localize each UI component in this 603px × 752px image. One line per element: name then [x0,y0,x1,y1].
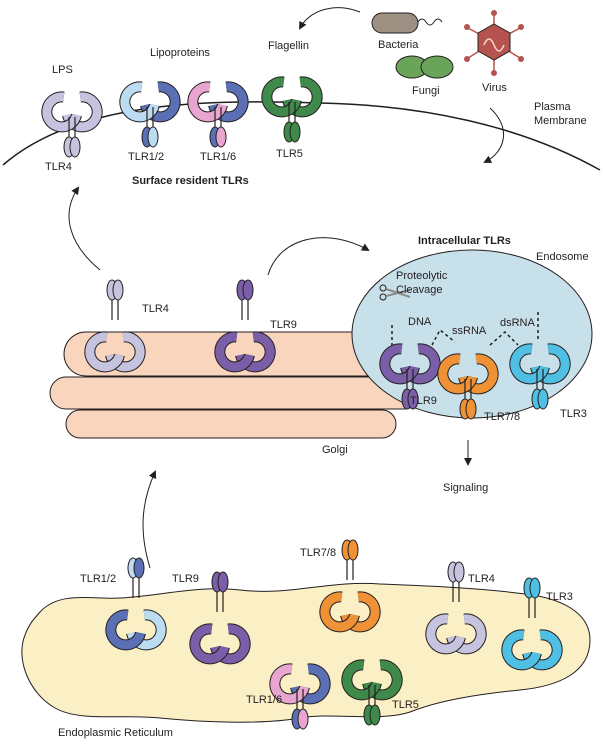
surface-tlr16-label: TLR1/6 [200,151,236,163]
surface-tlr4-label: TLR4 [45,161,72,173]
bacteria-label: Bacteria [378,39,419,51]
er-tlr78-label: TLR7/8 [300,547,336,559]
virus-icon [464,10,524,76]
ssrna-label: ssRNA [452,325,487,337]
surface-title: Surface resident TLRs [132,175,249,187]
er-tlr12-label: TLR1/2 [80,573,116,585]
endosome-label: Endosome [536,251,589,263]
flagellin-label: Flagellin [268,40,309,52]
er-tlr4-label: TLR4 [468,573,495,585]
er-tlr5-label: TLR5 [392,699,419,711]
golgi-tlr9-label: TLR9 [270,319,297,331]
scissors-icon [379,284,411,301]
er-tlr16-label: TLR1/6 [246,694,282,706]
surface-tlr12-label: TLR1/2 [128,151,164,163]
bacteria-icon [371,12,443,34]
arrow-golgi-to-endosome [267,237,370,276]
arrow-er-to-golgi [142,470,157,569]
golgi-tlr4-label: TLR4 [142,303,169,315]
endo-tlr3-label: TLR3 [560,408,587,420]
surface-tlr5-label: TLR5 [276,148,303,160]
er-label: Endoplasmic Reticulum [58,727,173,739]
tlr-receptors [41,76,571,730]
intracellular-title: Intracellular TLRs [418,235,511,247]
dna-label: DNA [408,316,432,328]
golgi-label: Golgi [322,444,348,456]
dsrna-label: dsRNA [500,317,536,329]
arrow-golgi-to-surface [68,186,101,271]
lps-label: LPS [52,64,73,76]
endoplasmic-reticulum [21,582,591,723]
arrow-pathogen-in [299,7,361,30]
er-tlr3-label: TLR3 [546,591,573,603]
lipoproteins-label: Lipoproteins [150,47,210,59]
er-tlr9-label: TLR9 [172,573,199,585]
arrow-pathogen-to-endosome [483,107,505,163]
plasma-label: Plasma [534,101,572,113]
signaling-label: Signaling [443,482,488,494]
proteolytic-label: Proteolytic [396,270,448,282]
membrane-label: Membrane [534,115,587,127]
endo-tlr9-label: TLR9 [410,395,437,407]
endo-tlr78-label: TLR7/8 [484,411,520,423]
golgi-stack-2 [49,376,421,410]
golgi-stack-3 [65,409,397,439]
fungi-label: Fungi [412,85,440,97]
fungi-icon [395,55,454,79]
virus-label: Virus [482,82,507,94]
cleavage-label: Cleavage [396,284,442,296]
